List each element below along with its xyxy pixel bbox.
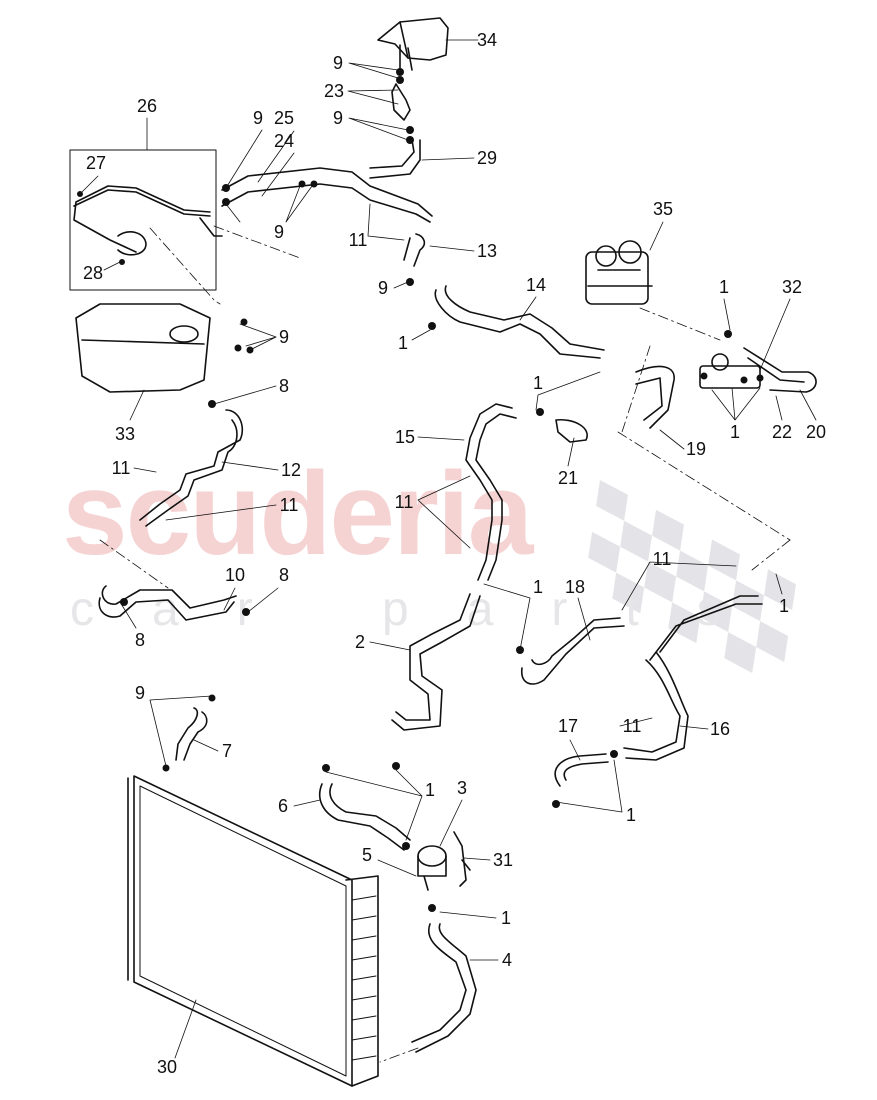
- callout-label-10: 10: [224, 565, 246, 585]
- callout-label-32: 32: [781, 277, 803, 297]
- callout-label-9: 9: [332, 53, 344, 73]
- callout-label-15: 15: [394, 427, 416, 447]
- callout-label-20: 20: [805, 422, 827, 442]
- callout-label-9: 9: [278, 327, 290, 347]
- callout-label-11: 11: [652, 549, 672, 569]
- watermark-sub: car parts: [70, 583, 779, 636]
- callout-label-18: 18: [564, 577, 586, 597]
- callout-label-1: 1: [500, 908, 512, 928]
- part-34-reservoir-icon: [377, 17, 449, 73]
- callout-label-6: 6: [277, 796, 289, 816]
- callout-label-31: 31: [492, 850, 514, 870]
- callout-label-17: 17: [557, 716, 579, 736]
- callout-label-1: 1: [397, 333, 409, 353]
- callout-label-1: 1: [532, 373, 544, 393]
- callout-label-9: 9: [134, 683, 146, 703]
- callout-label-8: 8: [278, 376, 290, 396]
- callout-label-11: 11: [279, 495, 299, 515]
- part-30-radiator-icon: [127, 775, 379, 1087]
- callout-label-1: 1: [532, 577, 544, 597]
- part-3-pump-icon: [417, 845, 447, 891]
- callout-label-1: 1: [625, 805, 637, 825]
- callout-label-24: 24: [273, 131, 295, 151]
- callout-label-14: 14: [525, 275, 547, 295]
- callout-label-8: 8: [134, 630, 146, 650]
- callout-label-2: 2: [354, 632, 366, 652]
- callout-label-25: 25: [273, 108, 295, 128]
- callout-label-13: 13: [476, 241, 498, 261]
- part-35-valve-block-icon: [585, 240, 653, 305]
- callout-label-7: 7: [221, 741, 233, 761]
- callout-label-9: 9: [377, 278, 389, 298]
- callout-label-11: 11: [348, 230, 368, 250]
- callout-label-23: 23: [323, 81, 345, 101]
- callout-label-30: 30: [156, 1057, 178, 1077]
- callout-label-1: 1: [718, 277, 730, 297]
- callout-label-28: 28: [82, 263, 104, 283]
- callout-label-9: 9: [332, 108, 344, 128]
- part-33-expansion-tank-icon: [75, 303, 211, 393]
- callout-label-4: 4: [501, 950, 513, 970]
- callout-label-11: 11: [394, 492, 414, 512]
- callout-label-8: 8: [278, 565, 290, 585]
- callout-label-26: 26: [136, 96, 158, 116]
- callout-label-12: 12: [280, 460, 302, 480]
- callout-label-9: 9: [252, 108, 264, 128]
- callout-label-1: 1: [729, 422, 741, 442]
- callout-label-11: 11: [622, 716, 642, 736]
- callout-label-1: 1: [778, 596, 790, 616]
- callout-label-16: 16: [709, 719, 731, 739]
- callout-label-3: 3: [456, 778, 468, 798]
- part-26-group-box: [69, 149, 217, 291]
- callout-label-9: 9: [273, 222, 285, 242]
- callout-label-22: 22: [771, 422, 793, 442]
- callout-label-35: 35: [652, 199, 674, 219]
- watermark-brand: scuderia: [62, 448, 533, 580]
- callout-label-29: 29: [476, 148, 498, 168]
- callout-label-21: 21: [557, 468, 579, 488]
- callout-label-33: 33: [114, 424, 136, 444]
- callout-label-19: 19: [685, 439, 707, 459]
- callout-label-5: 5: [361, 845, 373, 865]
- callout-label-11: 11: [111, 458, 131, 478]
- callout-label-34: 34: [476, 30, 498, 50]
- callout-label-1: 1: [424, 780, 436, 800]
- callout-label-27: 27: [85, 153, 107, 173]
